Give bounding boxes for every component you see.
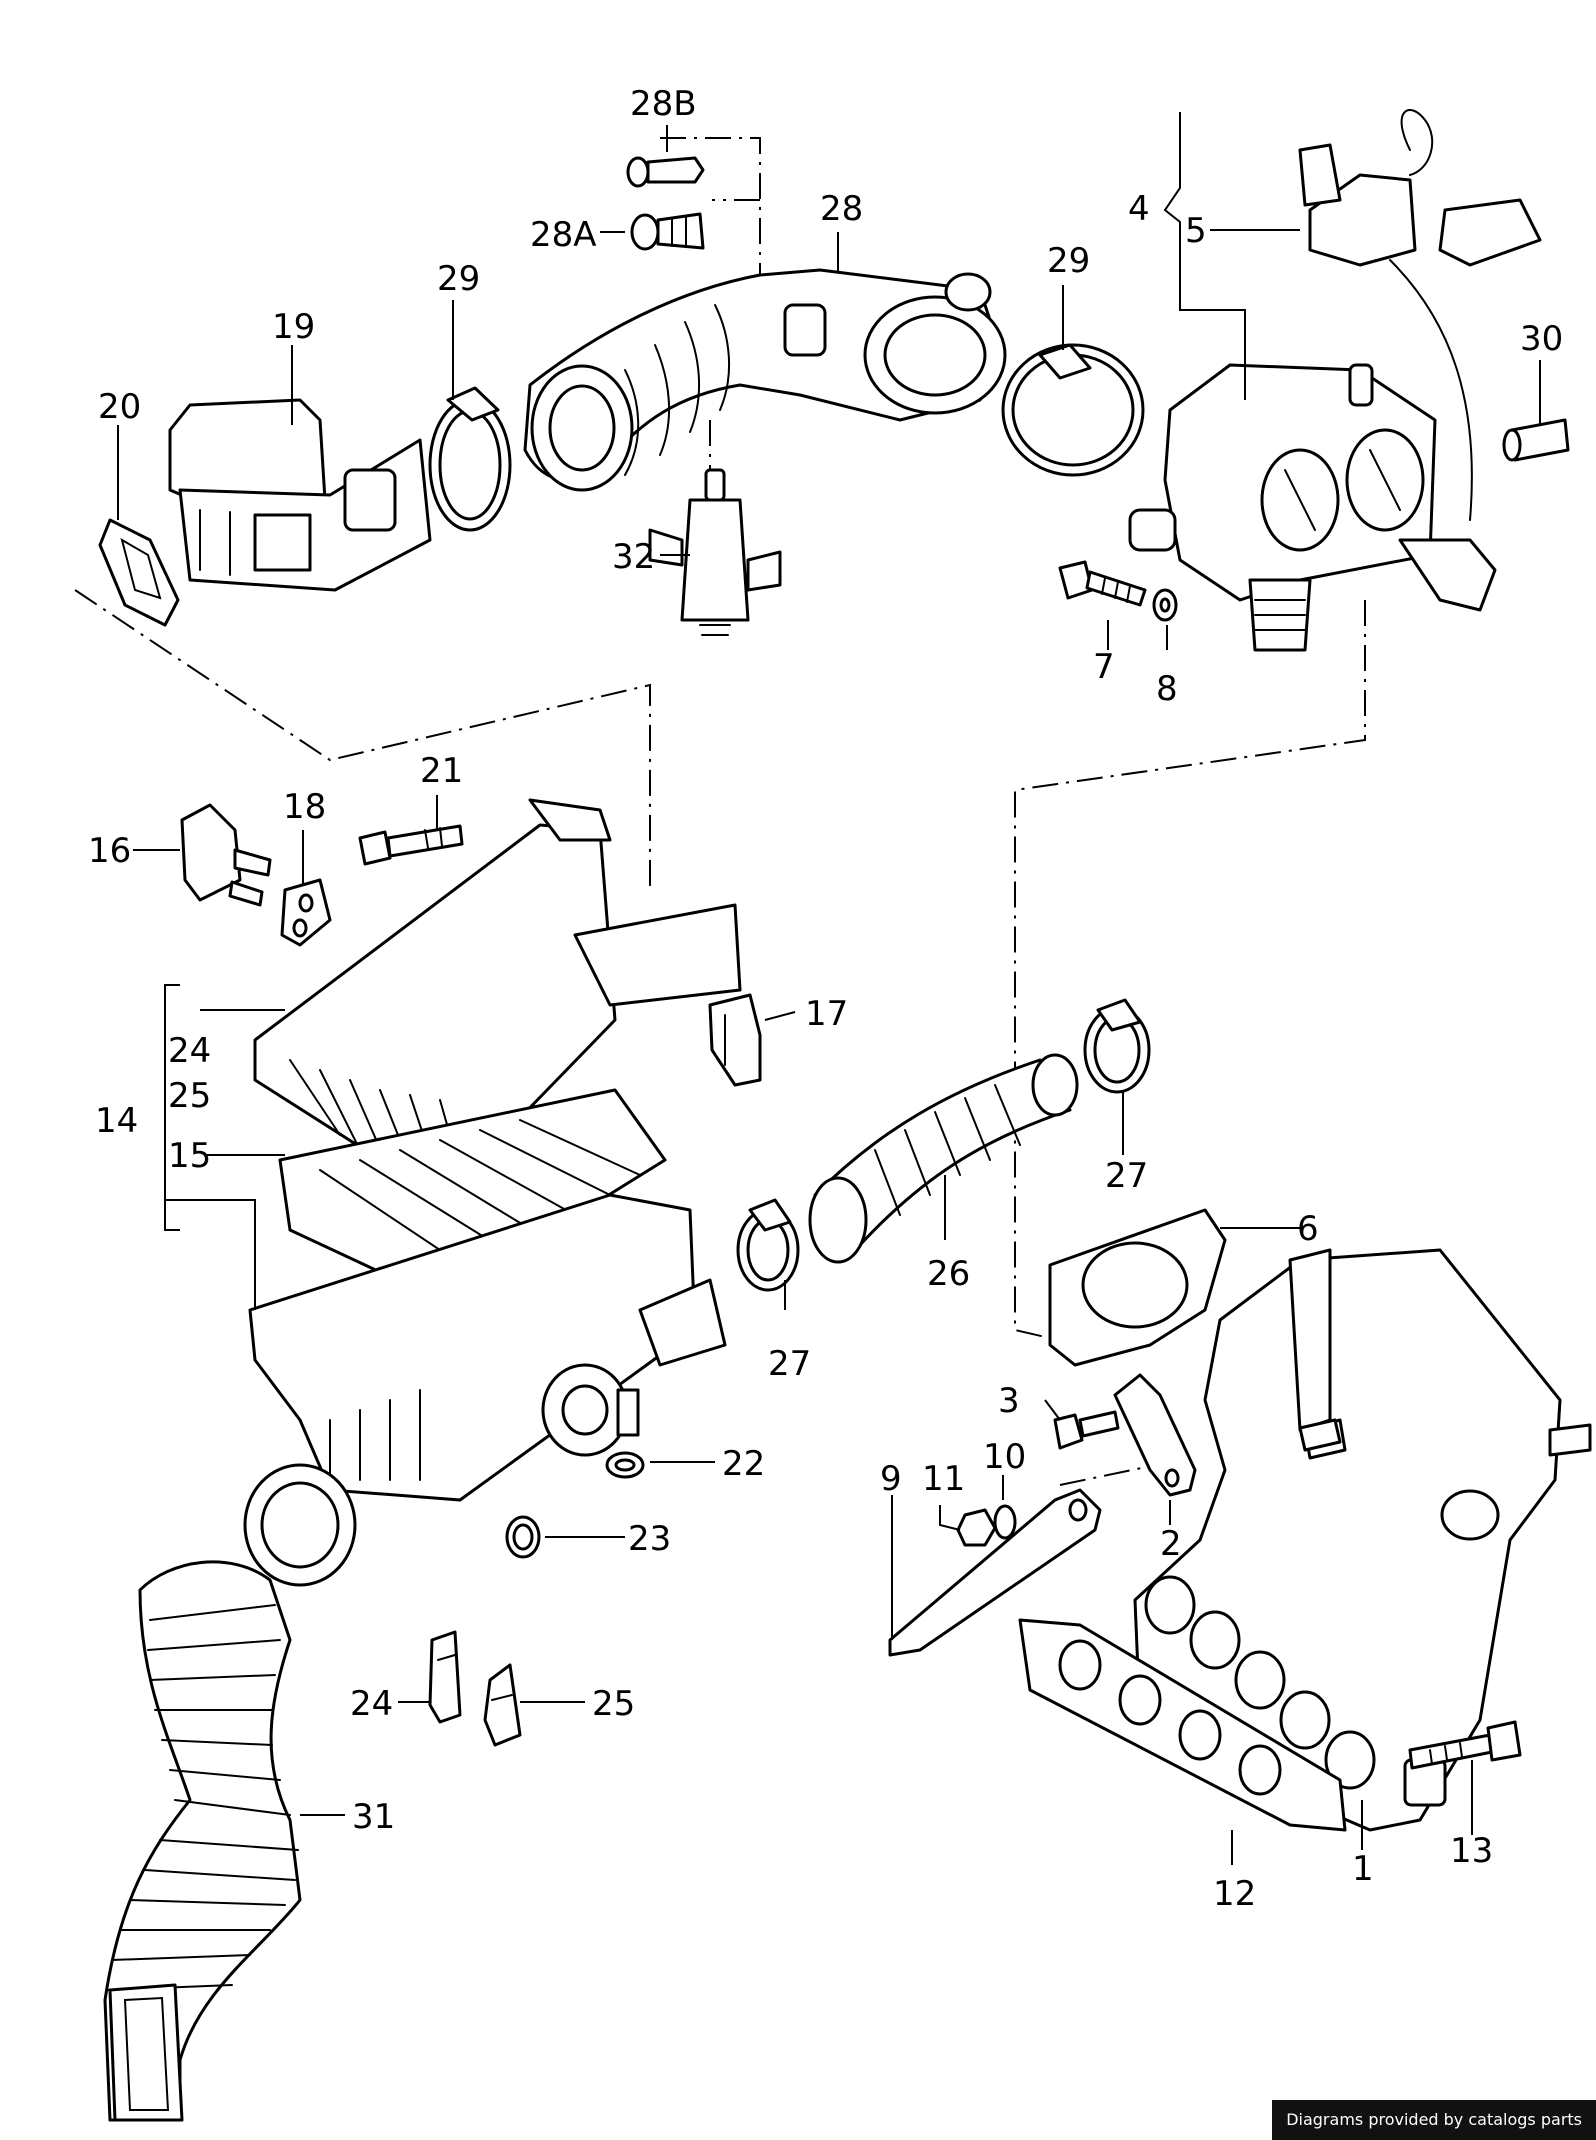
manifold-gasket-12 [1018, 1618, 1347, 1832]
support-bracket-9 [888, 1488, 1102, 1657]
intake-manifold-1 [1133, 1248, 1592, 1832]
callout-6: 6 [1297, 1209, 1319, 1249]
bolt-13 [1408, 1720, 1522, 1770]
corrugated-duct-31 [103, 1560, 302, 2122]
callout-23: 23 [628, 1519, 671, 1559]
hose-clamp-27-lower [736, 1198, 800, 1292]
intake-duct-28 [523, 268, 1007, 492]
callout-29-left: 29 [437, 259, 480, 299]
hose-clamp-29-left [428, 386, 512, 532]
air-filter-housing-14 [243, 798, 742, 1587]
callout-9: 9 [880, 1459, 902, 1499]
callout-7: 7 [1093, 647, 1115, 687]
callout-2: 2 [1160, 1524, 1182, 1564]
throttle-body-4 [1128, 363, 1497, 652]
wiring-connector-5 [1298, 109, 1542, 521]
callout-3: 3 [998, 1381, 1020, 1421]
breather-valve-32 [648, 468, 782, 636]
gasket-20 [98, 518, 180, 627]
callout-30: 30 [1520, 319, 1563, 359]
leader-lines [117, 112, 1541, 1865]
callout-8: 8 [1156, 669, 1178, 709]
grommet-28a [630, 212, 705, 251]
bracket-2 [1113, 1373, 1197, 1497]
callout-32: 32 [612, 537, 655, 577]
plug-30 [1502, 418, 1570, 462]
callout-5: 5 [1185, 211, 1207, 251]
source-credit-badge: Diagrams provided by catalogs parts [1272, 2100, 1596, 2140]
callout-24-top: 24 [168, 1031, 211, 1071]
callout-28a: 28A [530, 215, 597, 255]
callout-15: 15 [168, 1136, 211, 1176]
callout-13: 13 [1450, 1831, 1493, 1871]
callout-17: 17 [805, 994, 848, 1034]
callout-29-right: 29 [1047, 241, 1090, 281]
stud [1298, 1418, 1342, 1452]
callout-4: 4 [1128, 189, 1150, 229]
callout-10: 10 [983, 1437, 1026, 1477]
callout-16: 16 [88, 831, 131, 871]
callout-24-bottom: 24 [350, 1684, 393, 1724]
washer-10 [993, 1504, 1017, 1540]
callout-1: 1 [1352, 1849, 1374, 1889]
callout-22: 22 [722, 1444, 765, 1484]
callout-18: 18 [283, 787, 326, 827]
bolt-21 [358, 824, 464, 866]
gasket-6 [1048, 1208, 1227, 1367]
callout-27-right: 27 [1105, 1156, 1148, 1196]
hose-26 [808, 1053, 1079, 1264]
callout-26: 26 [927, 1254, 970, 1294]
callout-27-left: 27 [768, 1344, 811, 1384]
callout-19: 19 [272, 307, 315, 347]
callout-28: 28 [820, 189, 863, 229]
bolt-7 [1058, 560, 1147, 607]
clip-24 [428, 1630, 462, 1724]
callout-25-bottom: 25 [592, 1684, 635, 1724]
callout-21: 21 [420, 751, 463, 791]
hose-clamp-29-right [1001, 343, 1145, 477]
callout-labels: 28B 28A 28 29 29 4 5 30 19 20 32 7 8 21 … [88, 84, 1563, 1914]
washer-8 [1152, 588, 1178, 622]
seal-23 [505, 1515, 541, 1559]
gasket-18 [280, 878, 332, 947]
callout-31: 31 [352, 1797, 395, 1837]
callout-28b: 28B [630, 84, 697, 124]
callout-11: 11 [922, 1459, 965, 1499]
seal-22 [605, 1451, 645, 1479]
callout-20: 20 [98, 387, 141, 427]
callout-14: 14 [95, 1101, 138, 1141]
callout-12: 12 [1213, 1874, 1256, 1914]
callout-25-top: 25 [168, 1076, 211, 1116]
bolt-3 [1053, 1410, 1120, 1450]
push-pin-28b [626, 156, 705, 188]
air-mass-meter-19 [168, 398, 432, 592]
clip-25 [483, 1663, 522, 1747]
nut-11 [956, 1508, 997, 1547]
clip-17 [708, 993, 762, 1087]
sensor-16 [180, 803, 272, 907]
hose-clamp-27-upper [1083, 998, 1151, 1094]
